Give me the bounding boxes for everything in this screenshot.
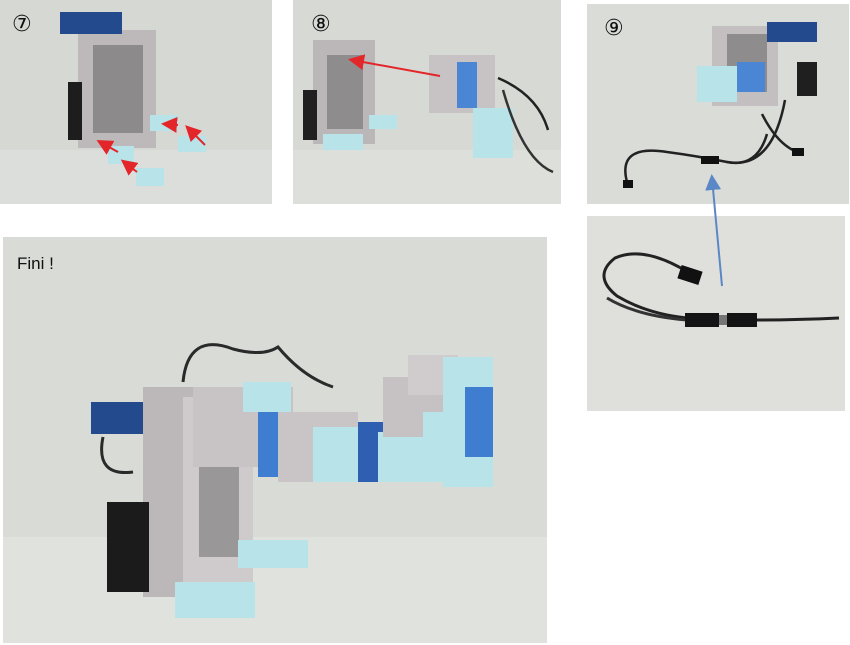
cable-detail-photo [587,216,845,411]
step-8-number: ⑧ [311,12,331,37]
step-7-photo [0,0,272,204]
step-7-image [0,0,272,204]
step-8-image [293,0,561,204]
final-image [3,237,547,643]
final-photo [3,237,547,643]
final-label: Fini ! [17,254,54,273]
step-7-number: ⑦ [12,12,32,37]
step-9-number: ⑨ [604,16,624,41]
step-8-photo [293,0,561,204]
cable-detail-image [587,216,845,411]
step-9-image [587,4,849,204]
step-9-photo [587,4,849,204]
